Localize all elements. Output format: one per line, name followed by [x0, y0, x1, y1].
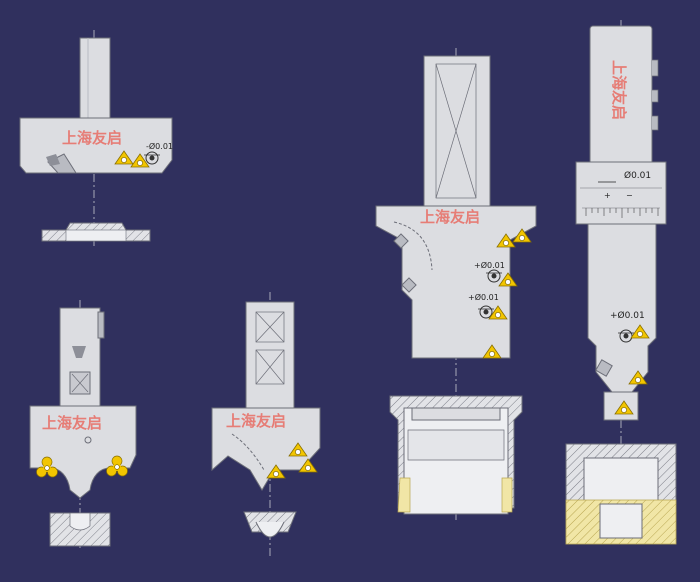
tool-5-micro-boring-bar: Ø0.01 + − +Ø0.01 上海友启: [565, 20, 677, 545]
tool-4-dimension-b: +Ø0.01: [468, 292, 499, 302]
tool-2-twin-cutter: 上海友启: [29, 300, 137, 548]
tool-4-head: [375, 205, 537, 359]
watermark-5: 上海友启: [610, 60, 628, 120]
tool-1-dimension: -Ø0.01: [146, 141, 173, 151]
watermark-2: 上海友启: [42, 414, 102, 432]
tool-5-dial-ring: [575, 161, 667, 225]
tool-4-shank: [423, 55, 491, 209]
tool-5-dimension-mid: +Ø0.01: [610, 310, 645, 321]
tool-1-face-boring-head: -Ø0.01 上海友启: [19, 30, 173, 246]
tool-5-plus-label: +: [604, 191, 611, 200]
tool-1-shank: [79, 37, 111, 123]
watermark-1: 上海友启: [62, 129, 122, 147]
tool-5-dimension-top: Ø0.01: [624, 170, 651, 181]
tool-4-dimension-a: +Ø0.01: [474, 260, 505, 270]
tool-5-minus-label: −: [626, 191, 633, 200]
tool-2-shank: [59, 307, 101, 411]
tool-4-boring-bar: +Ø0.01 +Ø0.01 上海友启: [375, 48, 537, 522]
tool-3-head: [211, 407, 321, 491]
tool-3-shank: [245, 301, 295, 411]
watermark-4: 上海友启: [420, 208, 480, 226]
tool-5-scale: [585, 208, 659, 218]
watermark-3: 上海友启: [226, 412, 286, 430]
tool-3-chamfer-tool: 上海友启: [211, 292, 321, 556]
